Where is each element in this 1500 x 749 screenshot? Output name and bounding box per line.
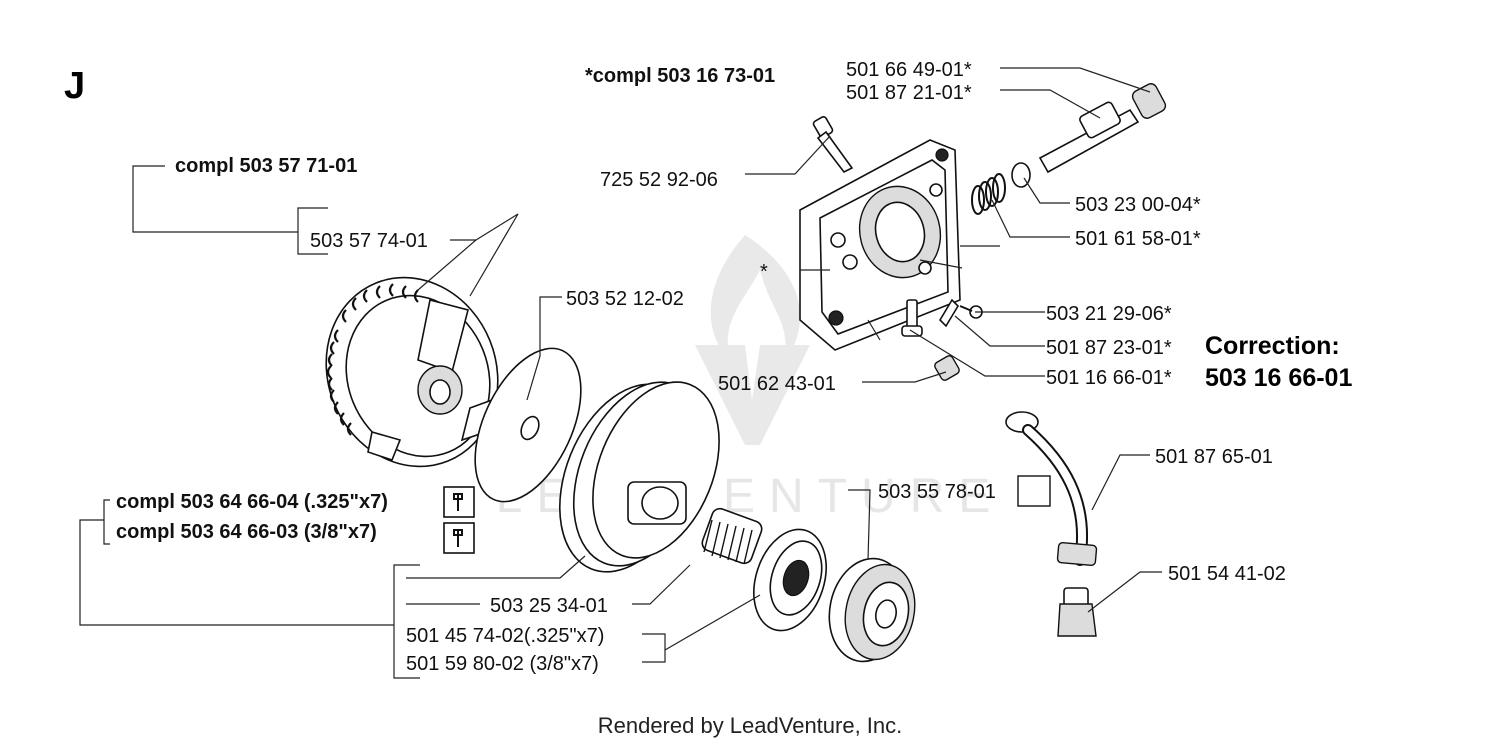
clutch-shoes-part xyxy=(325,276,499,468)
label-upper-assembly: *compl 503 16 73-01 xyxy=(585,65,775,87)
empty-box xyxy=(1017,475,1051,507)
oil-filter-part xyxy=(1057,587,1097,637)
label-asterisk: * xyxy=(760,261,768,283)
label-drum-assembly-1: compl 503 64 66-04 (.325"x7) xyxy=(116,491,388,513)
spur-sprocket-part xyxy=(828,557,916,663)
label-501-59-80-02: 501 59 80-02 (3/8"x7) xyxy=(406,653,599,675)
correction-label: Correction: xyxy=(1205,332,1340,360)
tool-icon-box-2 xyxy=(443,522,475,554)
rim-sprocket-part xyxy=(753,528,827,632)
label-501-87-65-01: 501 87 65-01 xyxy=(1155,446,1273,468)
footer-credit: Rendered by LeadVenture, Inc. xyxy=(598,713,903,738)
label-501-45-74-02: 501 45 74-02(.325"x7) xyxy=(406,625,604,647)
bolt-part xyxy=(812,116,854,174)
label-503-57-74-01: 503 57 74-01 xyxy=(310,230,428,252)
label-725-52-92-06: 725 52 92-06 xyxy=(600,169,718,191)
label-501-61-58-01: 501 61 58-01* xyxy=(1075,228,1201,250)
section-letter: J xyxy=(64,65,85,107)
clip-part xyxy=(938,298,960,328)
label-501-66-49-01: 501 66 49-01* xyxy=(846,59,972,81)
label-clutch-assembly: compl 503 57 71-01 xyxy=(175,155,357,177)
pump-spring-part xyxy=(971,173,1006,215)
label-503-21-29-06: 503 21 29-06* xyxy=(1046,303,1172,325)
label-501-54-41-02: 501 54 41-02 xyxy=(1168,563,1286,585)
label-501-87-23-01: 501 87 23-01* xyxy=(1046,337,1172,359)
correction-number: 503 16 66-01 xyxy=(1205,364,1352,392)
label-501-16-66-01: 501 16 66-01* xyxy=(1046,367,1172,389)
washer-part xyxy=(474,347,582,503)
label-drum-assembly-2: compl 503 64 66-03 (3/8"x7) xyxy=(116,521,377,543)
tool-icon-box-1 xyxy=(443,486,475,518)
label-503-55-78-01: 503 55 78-01 xyxy=(878,481,996,503)
leader-lines xyxy=(79,67,1162,679)
clutch-drum-part xyxy=(558,381,720,573)
label-501-87-21-01: 501 87 21-01* xyxy=(846,82,972,104)
part-labels: *compl 503 16 73-01 compl 503 57 71-01 c… xyxy=(116,59,1352,675)
label-501-62-43-01: 501 62 43-01 xyxy=(718,373,836,395)
label-503-23-00-04: 503 23 00-04* xyxy=(1075,194,1201,216)
pump-housing-part xyxy=(799,139,961,351)
label-503-52-12-02: 503 52 12-02 xyxy=(566,288,684,310)
label-503-25-34-01: 503 25 34-01 xyxy=(490,595,608,617)
needle-bearing-part xyxy=(701,507,763,565)
pump-shaft-part xyxy=(1038,83,1167,174)
oil-hose-part xyxy=(1005,411,1098,566)
